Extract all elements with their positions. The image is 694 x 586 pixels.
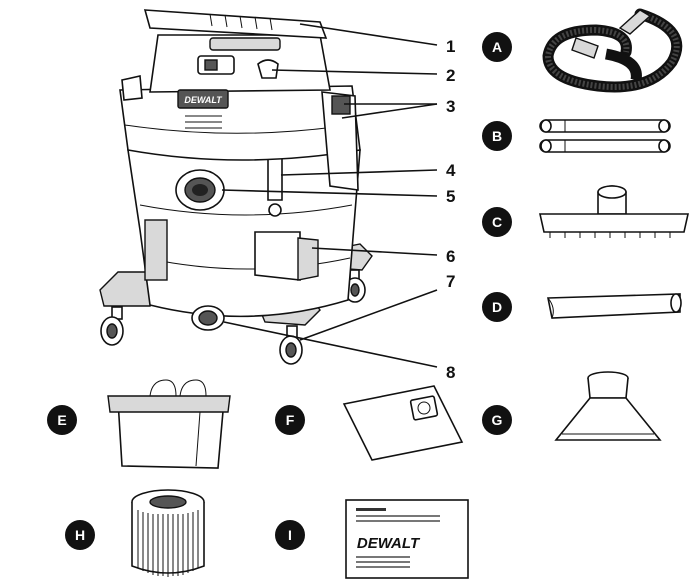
vent-grille [209,37,281,51]
hose-illustration [542,8,683,93]
callout-2: 2 [446,66,455,85]
callout-8: 8 [446,363,455,382]
handle-grip-ridges [209,13,273,31]
wand-lower [539,139,671,153]
svg-text:G: G [492,412,503,428]
nozzle-teeth [549,232,671,238]
svg-text:A: A [492,39,502,55]
floor-nozzle-illustration [539,185,689,238]
filter-cage-hooks [149,379,207,397]
drum-panel [144,219,168,281]
wand-upper [539,119,671,133]
cartridge-filter-illustration [131,489,205,577]
instruction-manual-illustration: DEWALT [345,499,469,579]
callout-3: 3 [446,97,455,116]
nozzle-head [539,213,689,233]
callout-7: 7 [446,272,455,291]
callout-6: 6 [446,247,455,266]
badge-A: A [482,32,512,62]
filter-cage-rim [107,395,231,413]
callout-4: 4 [446,161,456,180]
switch-rocker [204,59,218,71]
hose-cuff-mid [571,37,599,59]
manual-logo-text: DEWALT [357,535,421,552]
svg-text:B: B [492,128,502,144]
badge-C: C [482,207,512,237]
badge-E: E [47,405,77,435]
svg-text:E: E [57,412,66,428]
filter-pleats [137,510,199,577]
logo-plate [177,89,229,109]
svg-text:C: C [492,214,502,230]
callout-leaders [221,23,438,368]
caster-wheel-left [100,306,124,346]
caster-wheel-front [279,325,303,365]
drain-port [191,305,225,331]
drum-rib [145,257,351,270]
callout-numbers: 1 2 3 4 5 6 7 8 [446,37,456,382]
vacuum-inlet [175,169,225,211]
badge-F: F [275,405,305,435]
extension-wands-illustration [539,119,671,153]
badge-G: G [482,405,512,435]
hose-cuff-top [618,9,652,35]
accessory-holder [297,237,319,281]
crevice-tool-illustration [547,293,682,319]
badge-H: H [65,520,95,550]
body-logo-text: DEWALT [184,95,223,105]
svg-text:I: I [288,527,292,543]
svg-text:F: F [286,412,295,428]
badge-B: B [482,121,512,151]
callout-5: 5 [446,187,455,206]
carry-handle [143,9,328,39]
svg-text:D: D [492,299,502,315]
latch-hook [268,203,282,217]
cord-wrap [257,59,279,79]
foam-sleeve-illustration [107,379,231,469]
utility-nozzle-illustration [554,371,662,441]
svg-text:H: H [75,527,85,543]
wet-dry-vacuum-illustration: DEWALT [99,9,373,365]
drum-label-panel [254,231,301,281]
callout-1: 1 [446,37,455,56]
logo-vent-slots [185,115,222,129]
storage-clip [331,95,351,115]
drum-rib [139,204,353,216]
storage-clip-left [121,75,143,101]
badge-I: I [275,520,305,550]
dust-bag-illustration [342,385,464,461]
badge-D: D [482,292,512,322]
